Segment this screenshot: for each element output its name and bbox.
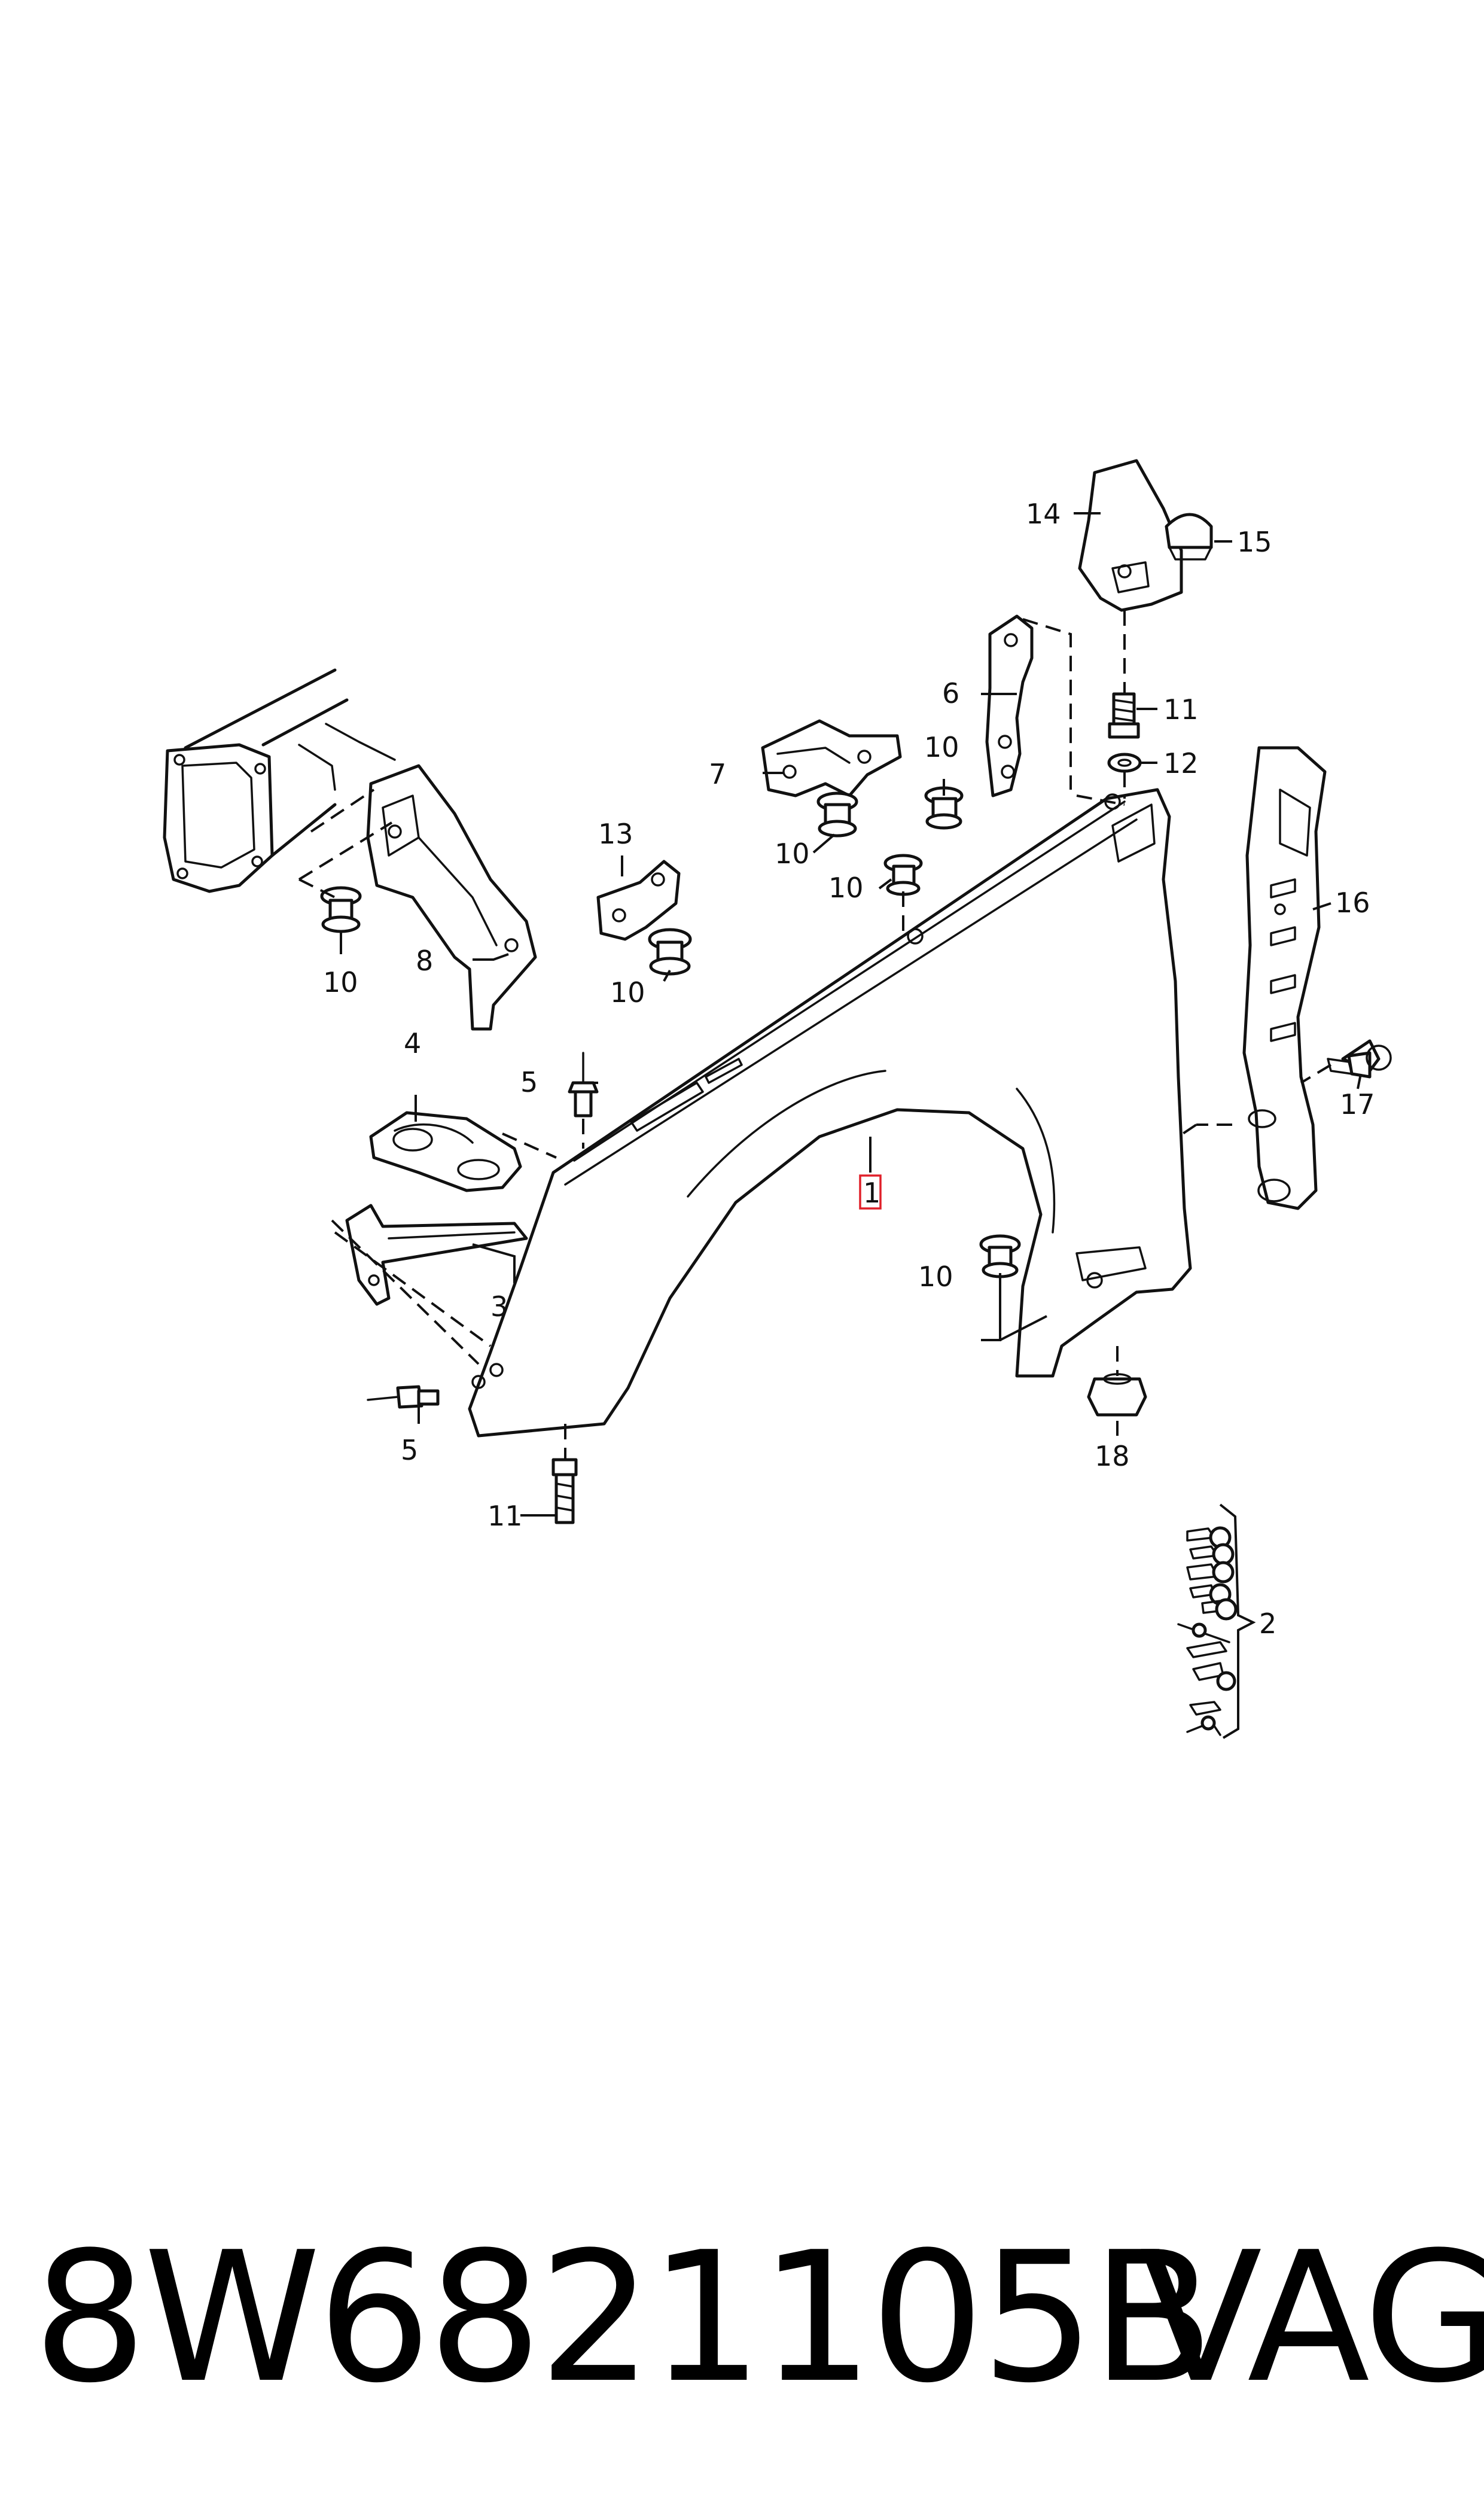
callout-10-a: 10 bbox=[323, 966, 358, 998]
callout-5-lower: 5 bbox=[401, 1434, 418, 1466]
callout-11-upper: 11 bbox=[1163, 693, 1199, 726]
callout-12: 12 bbox=[1163, 747, 1199, 780]
screw-10-f bbox=[979, 1234, 1021, 1278]
callout-17: 17 bbox=[1340, 1088, 1375, 1121]
brand-name: VAG bbox=[1139, 2213, 1484, 2422]
screw-10-c bbox=[816, 791, 858, 838]
nut-18 bbox=[1087, 1373, 1147, 1417]
cap-14 bbox=[1078, 459, 1183, 612]
bracket-4 bbox=[369, 1111, 522, 1192]
callout-4: 4 bbox=[404, 1027, 421, 1059]
callout-15: 15 bbox=[1237, 526, 1272, 558]
hardware-kit-2 bbox=[1177, 1503, 1256, 1739]
callout-16: 16 bbox=[1335, 887, 1370, 919]
callout-18: 18 bbox=[1095, 1440, 1130, 1472]
callout-1: 1 bbox=[863, 1177, 880, 1209]
bolt-11-upper bbox=[1108, 692, 1140, 739]
callout-10-e: 10 bbox=[828, 872, 864, 904]
alignment-lines bbox=[298, 610, 1332, 1460]
bracket-13 bbox=[596, 860, 681, 941]
bolt-11-lower bbox=[551, 1458, 578, 1524]
callout-2: 2 bbox=[1259, 1607, 1276, 1640]
rivet-5-lower bbox=[367, 1385, 440, 1409]
highlight-box-part-1 bbox=[859, 1174, 882, 1210]
footer-caption: 8W6821105B VAG bbox=[33, 2213, 1484, 2422]
clip-17 bbox=[1327, 1039, 1392, 1079]
part-number: 8W6821105B bbox=[33, 2213, 1214, 2422]
bracket-7 bbox=[761, 719, 902, 797]
callout-10-c: 10 bbox=[775, 838, 810, 870]
callout-11-lower: 11 bbox=[487, 1500, 523, 1532]
callout-3: 3 bbox=[490, 1290, 508, 1323]
leader-lines bbox=[340, 512, 1362, 1517]
callout-14: 14 bbox=[1026, 498, 1061, 530]
screw-10-b bbox=[648, 928, 692, 976]
chassis-rail bbox=[163, 668, 396, 893]
callout-8: 8 bbox=[416, 945, 433, 977]
callout-10-f: 10 bbox=[918, 1260, 953, 1293]
callout-6: 6 bbox=[942, 677, 959, 710]
fender-panel bbox=[468, 788, 1192, 1438]
panel-16 bbox=[1242, 746, 1327, 1210]
callout-7: 7 bbox=[709, 758, 726, 790]
washer-12 bbox=[1107, 753, 1142, 773]
callout-13: 13 bbox=[598, 818, 633, 850]
callout-10-d: 10 bbox=[924, 731, 959, 763]
bracket-6 bbox=[985, 614, 1034, 797]
screw-10-e bbox=[883, 854, 923, 896]
callout-10-b: 10 bbox=[610, 976, 645, 1009]
bracket-3 bbox=[345, 1204, 528, 1306]
nut-15 bbox=[1165, 513, 1213, 561]
bracket-8 bbox=[366, 764, 537, 1031]
screw-10-d bbox=[924, 786, 964, 830]
callout-5-upper: 5 bbox=[520, 1066, 538, 1098]
rivet-5-upper bbox=[568, 1052, 599, 1118]
callout-labels: 1 2 3 4 5 5 6 7 8 10 10 10 10 10 10 11 1… bbox=[323, 498, 1375, 1640]
